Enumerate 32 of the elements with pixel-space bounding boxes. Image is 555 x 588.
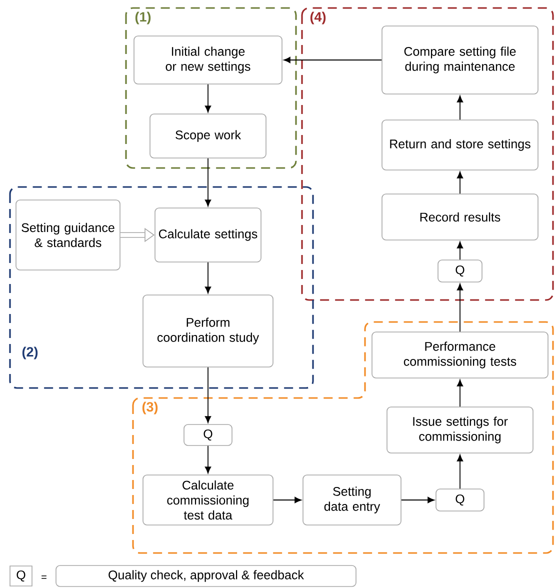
arrow: [400, 496, 434, 504]
arrow: [204, 158, 212, 206]
process-box: Setting guidance & standards: [16, 200, 120, 270]
quality-check-box: Q: [184, 424, 232, 446]
process-box: Scope work: [150, 114, 266, 158]
process-box: Setting data entry: [302, 474, 402, 526]
process-box: Calculate commissioning test data: [142, 474, 274, 526]
arrow: [456, 242, 464, 260]
arrow: [456, 284, 464, 332]
arrow: [456, 380, 464, 408]
process-box: Perform coordination study: [142, 294, 274, 368]
process-box: Issue settings for commissioning: [386, 406, 534, 454]
arrow: [204, 84, 212, 112]
legend-description-box: Quality check, approval & feedback: [56, 565, 356, 587]
arrow: [456, 172, 464, 194]
arrow: [204, 366, 212, 423]
arrow: [456, 96, 464, 120]
arrow: [204, 445, 212, 474]
process-box: Initial change or new settings: [134, 36, 282, 84]
arrow: [272, 496, 302, 504]
quality-check-box: Q: [438, 260, 482, 282]
process-box: Calculate settings: [154, 208, 262, 262]
arrow: [204, 262, 212, 294]
process-box: Return and store settings: [382, 120, 538, 170]
quality-check-box: Q: [436, 488, 484, 512]
legend-symbol-box: Q: [10, 566, 32, 586]
process-box: Performance commissioning tests: [372, 332, 548, 378]
equals-sign: =: [42, 576, 46, 579]
arrow: [284, 56, 382, 64]
process-box: Compare setting file during maintenance: [382, 26, 538, 94]
arrow: [456, 454, 464, 490]
process-box: Record results: [382, 194, 538, 240]
